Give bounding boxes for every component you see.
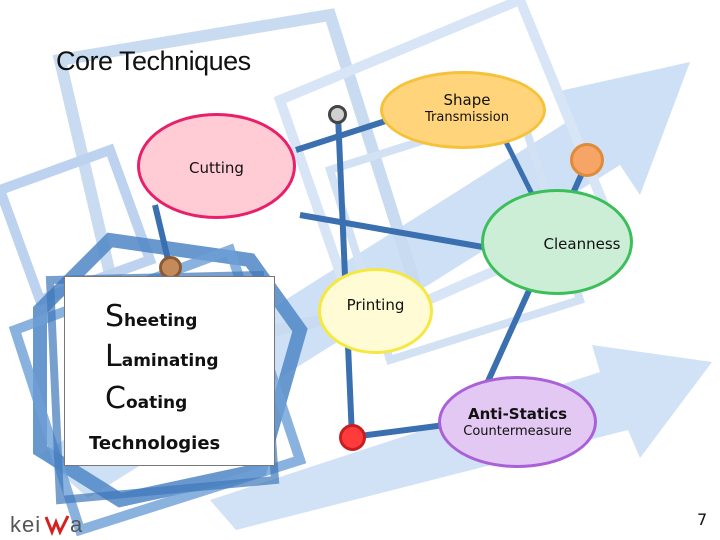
laminating-line: Laminating — [105, 339, 219, 374]
page-number: 7 — [697, 510, 708, 529]
svg-text:a: a — [70, 512, 83, 536]
cleanness-node: Cleanness — [481, 189, 633, 295]
connector-dot-orange — [570, 143, 604, 177]
cutting-node: Cutting — [137, 113, 296, 219]
keiwa-logo: kei a — [10, 512, 83, 536]
anti-statics-node: Anti-Statics Countermeasure — [438, 376, 597, 468]
cleanness-node-label: Cleanness — [543, 235, 621, 253]
technologies-label: Technologies — [89, 433, 221, 454]
connector-dot-gray — [328, 105, 347, 124]
printing-node: Printing — [318, 268, 433, 354]
shape-node-sublabel: Transmission — [425, 110, 509, 126]
coating-line: Coating — [105, 381, 187, 416]
shape-node-label: Shape — [443, 91, 491, 110]
background-square-left — [0, 143, 157, 307]
connector-gray-to-shape — [295, 115, 396, 153]
anti-statics-node-sublabel: Countermeasure — [463, 424, 572, 440]
connector-gray-to-cleanness — [299, 212, 501, 253]
coating-rest: oating — [125, 393, 188, 413]
technologies-box: Sheeting Laminating Coating Technologies — [64, 276, 275, 466]
cutting-node-label: Cutting — [189, 159, 244, 177]
connector-dot-red — [339, 424, 366, 451]
laminating-initial: L — [105, 339, 122, 374]
sheeting-rest: heeting — [124, 311, 198, 331]
page-title: Core Techniques — [56, 46, 251, 76]
sheeting-line: Sheeting — [105, 299, 197, 334]
printing-node-label: Printing — [346, 296, 405, 314]
svg-text:kei: kei — [10, 512, 41, 536]
sheeting-initial: S — [105, 299, 125, 334]
anti-statics-node-label: Anti-Statics — [467, 405, 568, 424]
connector-red-to-anti — [351, 422, 446, 440]
laminating-rest: aminating — [121, 351, 219, 371]
shape-transmission-node: Shape Transmission — [380, 71, 546, 149]
coating-initial: C — [105, 381, 126, 416]
